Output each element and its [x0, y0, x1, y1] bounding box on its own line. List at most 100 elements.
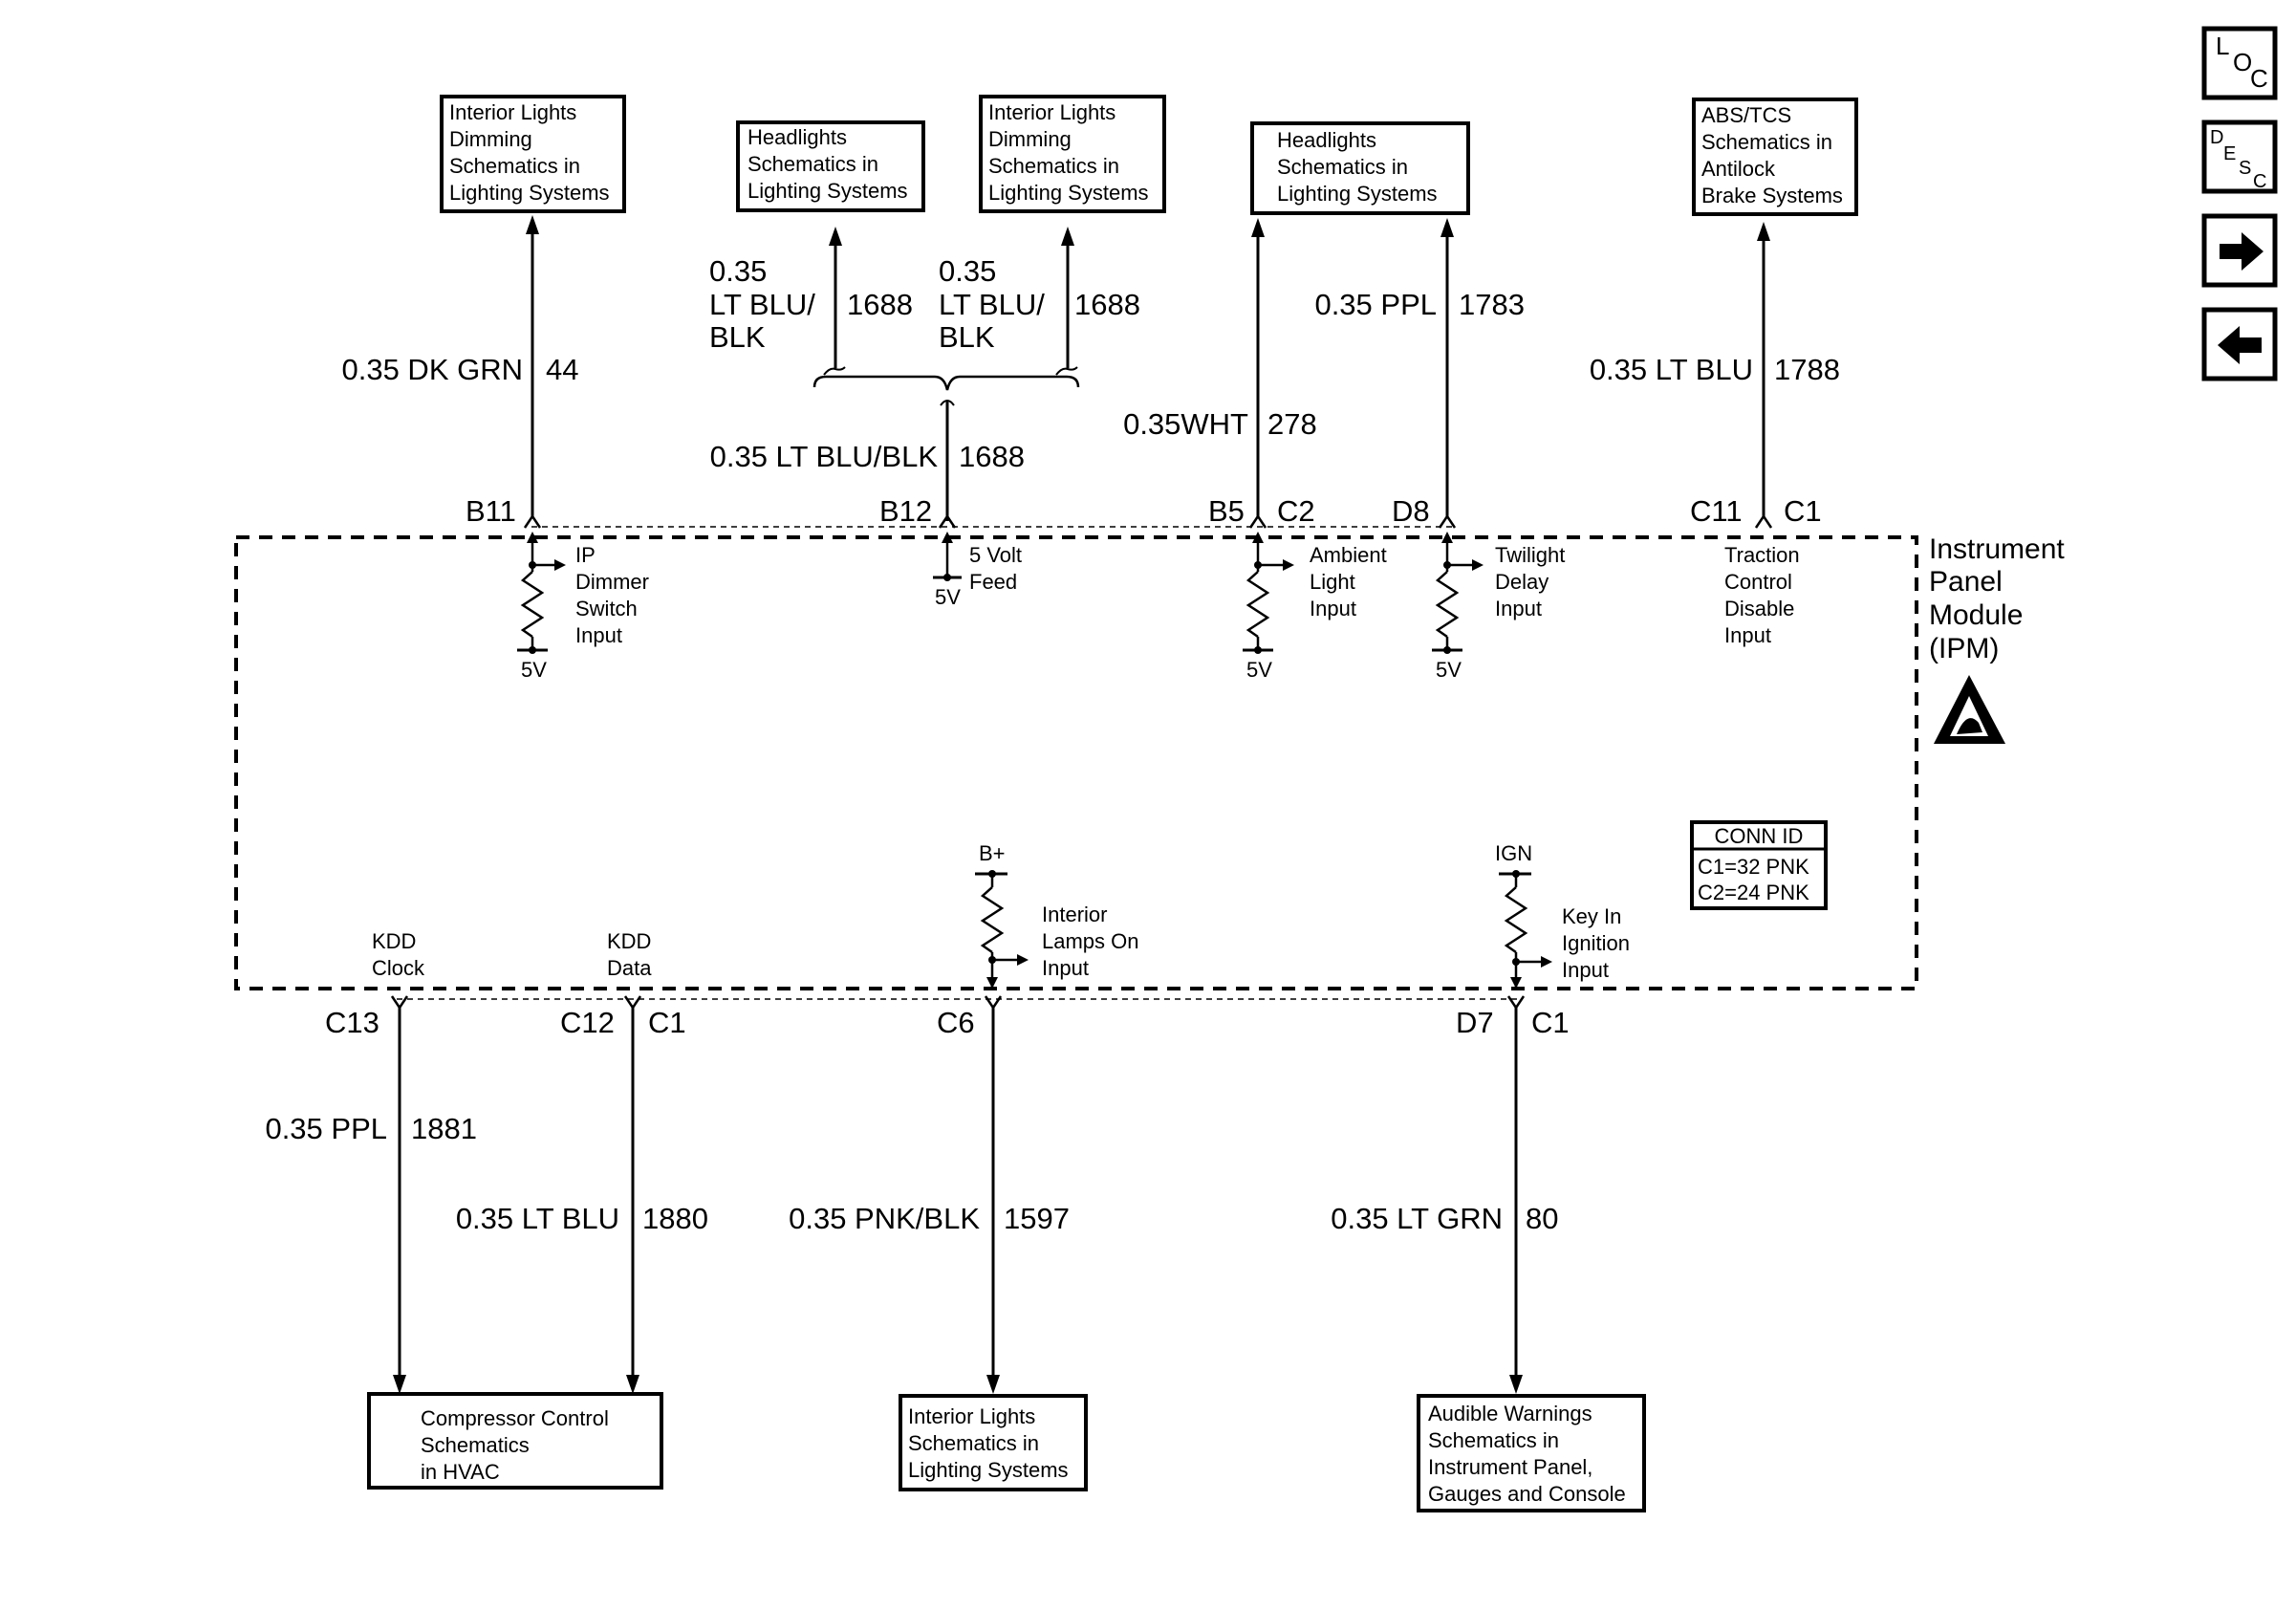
pin-b11: B11: [466, 494, 516, 528]
esd-warning-icon: [1934, 675, 2005, 744]
svg-text:0.35 LT BLU: 0.35 LT BLU: [1590, 353, 1753, 386]
svg-text:Instrument Panel,: Instrument Panel,: [1428, 1455, 1592, 1479]
svg-text:5V: 5V: [1246, 658, 1272, 682]
svg-text:KDD: KDD: [607, 929, 651, 953]
svg-text:1688: 1688: [959, 440, 1025, 473]
pin-c1-bottom-a: C1: [648, 1006, 686, 1039]
svg-text:Disable: Disable: [1724, 597, 1794, 620]
wire-1881: 0.35 PPL 1881: [265, 995, 477, 1394]
loc-button[interactable]: L O C: [2201, 26, 2278, 100]
conn-id-box: CONN ID C1=32 PNK C2=24 PNK: [1690, 820, 1828, 910]
pin-d8: D8: [1392, 494, 1430, 528]
pin-c13: C13: [325, 1006, 379, 1039]
svg-text:Headlights: Headlights: [747, 125, 847, 149]
wire-1597: 0.35 PNK/BLK 1597: [789, 995, 1070, 1394]
svg-text:Lighting Systems: Lighting Systems: [988, 181, 1149, 205]
svg-text:Dimmer: Dimmer: [575, 570, 649, 594]
svg-text:Delay: Delay: [1495, 570, 1549, 594]
ambient-light-circuit: 5V Ambient Light Input: [1243, 532, 1387, 682]
svg-text:0.35 DK GRN: 0.35 DK GRN: [341, 353, 523, 386]
bottom-box-interior-lights[interactable]: Interior Lights Schematics in Lighting S…: [899, 1394, 1088, 1491]
svg-text:Schematics in: Schematics in: [1277, 155, 1408, 179]
bottom-box-compressor-control[interactable]: Compressor Control Schematics in HVAC: [367, 1392, 663, 1490]
svg-text:Interior Lights: Interior Lights: [988, 100, 1116, 124]
svg-text:1688: 1688: [1074, 288, 1140, 321]
svg-text:0.35: 0.35: [709, 254, 767, 288]
svg-text:Brake Systems: Brake Systems: [1701, 184, 1843, 207]
top-box-interior-lights-dimming-2[interactable]: Interior Lights Dimming Schematics in Li…: [979, 95, 1166, 213]
svg-text:E: E: [2223, 143, 2236, 164]
key-in-ignition-circuit: IGN Key In Ignition Input: [1495, 841, 1630, 989]
wire-80: 0.35 LT GRN 80: [1331, 995, 1558, 1394]
svg-text:Interior Lights: Interior Lights: [449, 100, 576, 124]
wire-1783: 0.35 PPL 1783: [1314, 218, 1525, 529]
svg-text:IP: IP: [575, 543, 596, 567]
svg-text:1688: 1688: [847, 288, 913, 321]
svg-text:0.35: 0.35: [939, 254, 996, 288]
ip-dimmer-circuit: 5V IP Dimmer Switch Input: [517, 532, 649, 682]
svg-text:Feed: Feed: [969, 570, 1017, 594]
svg-text:Control: Control: [1724, 570, 1792, 594]
five-volt-feed-circuit: 5V 5 Volt Feed: [933, 532, 1022, 609]
svg-text:BLK: BLK: [709, 320, 766, 354]
svg-text:0.35WHT: 0.35WHT: [1123, 407, 1248, 441]
pin-c12: C12: [560, 1006, 615, 1039]
pin-c11: C11: [1690, 494, 1743, 528]
svg-text:Schematics in: Schematics in: [988, 154, 1119, 178]
top-box-headlights-1[interactable]: Headlights Schematics in Lighting System…: [736, 120, 925, 212]
svg-text:Light: Light: [1310, 570, 1355, 594]
wire-1788: 0.35 LT BLU 1788: [1590, 222, 1840, 529]
desc-button[interactable]: D E S C: [2201, 120, 2278, 194]
svg-text:5V: 5V: [1436, 658, 1462, 682]
svg-text:LT BLU/: LT BLU/: [709, 288, 815, 321]
svg-text:0.35 PPL: 0.35 PPL: [265, 1112, 387, 1145]
svg-text:Lighting Systems: Lighting Systems: [449, 181, 610, 205]
next-page-button[interactable]: [2201, 213, 2278, 288]
pin-c1-bottom-b: C1: [1531, 1006, 1570, 1039]
kdd-clock-label: KDD Clock: [372, 929, 425, 980]
svg-text:Traction: Traction: [1724, 543, 1800, 567]
top-box-interior-lights-dimming-1[interactable]: Interior Lights Dimming Schematics in Li…: [440, 95, 626, 213]
svg-text:Schematics in: Schematics in: [449, 154, 580, 178]
svg-text:C: C: [2250, 64, 2268, 93]
wire-1880: 0.35 LT BLU 1880: [456, 995, 708, 1394]
ipm-module-outline: [234, 535, 1918, 990]
svg-text:Panel: Panel: [1929, 566, 2003, 598]
top-box-abs-tcs[interactable]: ABS/TCS Schematics in Antilock Brake Sys…: [1692, 98, 1858, 216]
svg-text:in HVAC: in HVAC: [421, 1460, 500, 1484]
svg-text:Audible Warnings: Audible Warnings: [1428, 1402, 1592, 1425]
svg-text:Clock: Clock: [372, 956, 425, 980]
svg-text:Input: Input: [1042, 956, 1089, 980]
pin-c1-top: C1: [1784, 494, 1822, 528]
svg-text:1881: 1881: [411, 1112, 477, 1145]
svg-text:44: 44: [546, 353, 578, 386]
module-title: Instrument Panel Module (IPM): [1929, 533, 2065, 664]
svg-text:D: D: [2210, 127, 2223, 148]
svg-text:0.35 LT BLU/BLK: 0.35 LT BLU/BLK: [710, 440, 939, 473]
svg-text:Schematics in: Schematics in: [908, 1431, 1039, 1455]
svg-text:1597: 1597: [1004, 1202, 1070, 1235]
svg-text:Ambient: Ambient: [1310, 543, 1387, 567]
pin-b5: B5: [1208, 494, 1245, 528]
wire-1688-left: 0.35 LT BLU/ BLK 1688: [709, 227, 913, 376]
top-box-headlights-2[interactable]: Headlights Schematics in Lighting System…: [1250, 121, 1470, 215]
svg-text:Input: Input: [1310, 597, 1356, 620]
svg-text:Input: Input: [1495, 597, 1542, 620]
svg-text:Schematics in: Schematics in: [1428, 1428, 1559, 1452]
splice-bracket: [812, 375, 1080, 391]
svg-text:IGN: IGN: [1495, 841, 1532, 865]
svg-text:Gauges and Console: Gauges and Console: [1428, 1482, 1626, 1506]
prev-page-button[interactable]: [2201, 307, 2278, 381]
svg-text:BLK: BLK: [939, 320, 995, 354]
bottom-box-audible-warnings[interactable]: Audible Warnings Schematics in Instrumen…: [1417, 1394, 1646, 1512]
svg-text:Headlights: Headlights: [1277, 128, 1376, 152]
svg-text:Instrument: Instrument: [1929, 533, 2065, 565]
svg-text:Schematics in: Schematics in: [1701, 130, 1832, 154]
kdd-data-label: KDD Data: [607, 929, 652, 980]
svg-text:KDD: KDD: [372, 929, 416, 953]
svg-text:L: L: [2216, 32, 2229, 60]
svg-text:1788: 1788: [1774, 353, 1840, 386]
wire-44: 0.35 DK GRN 44: [341, 215, 578, 529]
